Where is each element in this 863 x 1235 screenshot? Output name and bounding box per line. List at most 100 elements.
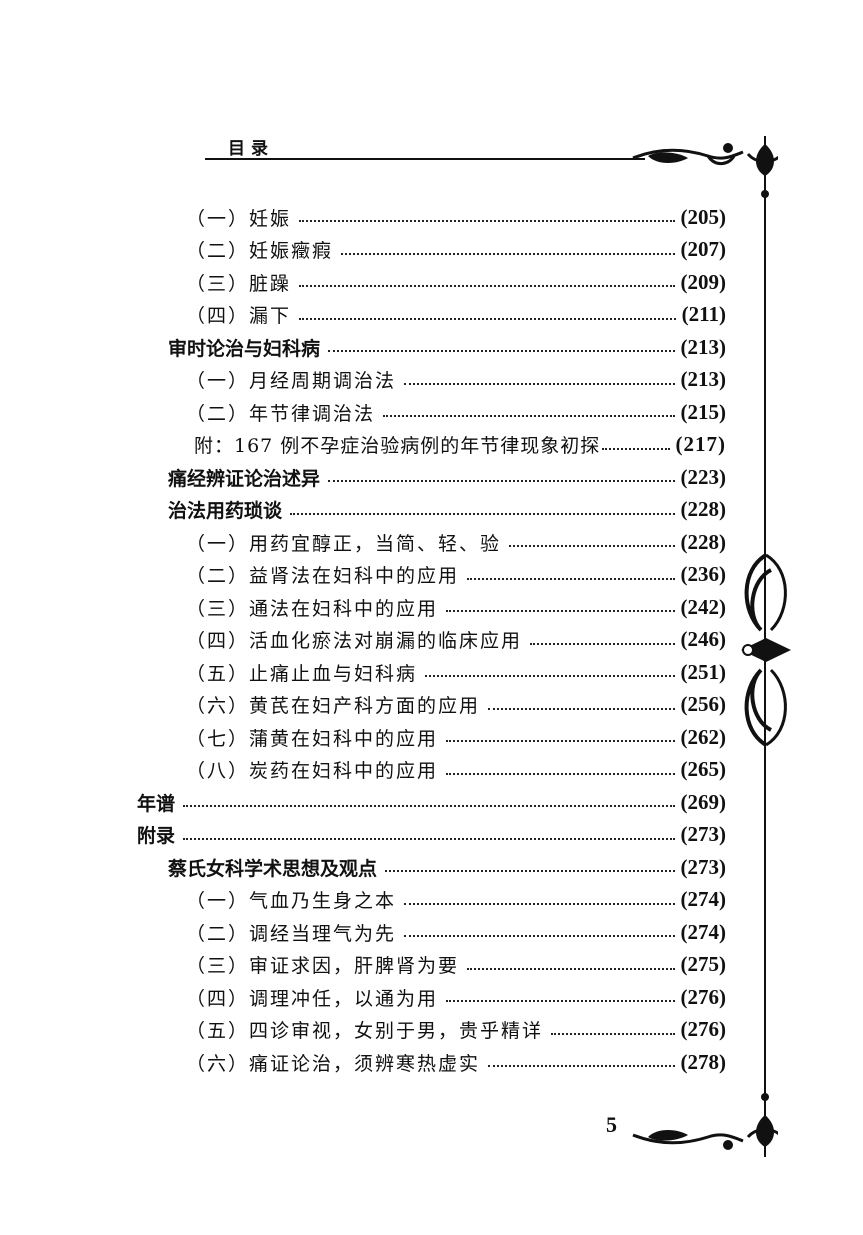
toc-entry[interactable]: （六）痛证论治，须辨寒热虚实 (278) [186, 1046, 726, 1078]
toc-entry-page: (205) [680, 204, 727, 229]
toc-entry[interactable]: （一）气血乃生身之本 (274) [186, 884, 726, 916]
toc-entry-page: (213) [680, 367, 727, 391]
toc-entry-page: (273) [680, 822, 727, 846]
dot-leader [446, 610, 675, 612]
dot-leader [467, 967, 675, 970]
toc-entry-page: (274) [680, 887, 727, 911]
toc-entry-page: (275) [680, 952, 727, 976]
dot-leader [299, 220, 675, 222]
toc-entry-title: （二）妊娠癥瘕 [186, 240, 334, 262]
dot-leader [183, 805, 675, 807]
toc-entry[interactable]: 蔡氏女科学术思想及观点(273) [168, 851, 726, 883]
toc-entry-title: 痛经辨证论治述异 [168, 467, 321, 490]
toc-entry-title: （五）四诊审视，女别于男，贵乎精详 [186, 1020, 544, 1042]
dot-leader [341, 252, 675, 255]
toc-entry-page: (276) [680, 984, 727, 1009]
toc-entry[interactable]: （一）月经周期调治法 (213) [186, 364, 726, 396]
toc-entry-page: (242) [680, 594, 727, 619]
toc-entry-page: (213) [680, 334, 727, 359]
toc-entry[interactable]: （一）妊娠 (205) [186, 201, 726, 233]
toc-entry[interactable]: 审时论治与妇科病(213) [168, 331, 726, 363]
page-number: 5 [606, 1112, 617, 1137]
toc-entry-page: (207) [680, 237, 727, 261]
toc-entry[interactable]: （五）四诊审视，女别于男，贵乎精详 (276) [186, 1014, 726, 1046]
toc-entry-page: (262) [680, 724, 727, 749]
toc-entry[interactable]: 治法用药琐谈(228) [168, 494, 726, 526]
dot-leader [404, 382, 675, 385]
toc-entry-title: （三）脏躁 [186, 272, 292, 295]
toc-entry-title: （三）审证求因，肝脾肾为要 [186, 955, 460, 977]
toc-entry-title: （三）通法在妇科中的应用 [186, 597, 439, 620]
dot-leader [290, 512, 675, 515]
toc-entry[interactable]: 附：167 例不孕症治验病例的年节律现象初探(217) [194, 429, 726, 461]
dot-leader [446, 740, 675, 742]
dot-leader [385, 870, 675, 872]
dot-leader [328, 480, 675, 482]
toc-entry-page: (223) [680, 464, 727, 489]
toc-entry[interactable]: （八）炭药在妇科中的应用 (265) [186, 754, 726, 786]
dot-leader [488, 707, 675, 710]
dot-leader [551, 1032, 675, 1035]
top-right-ornament-icon [632, 136, 778, 202]
toc-entry[interactable]: （二）益肾法在妇科中的应用(236) [186, 559, 726, 591]
toc-entry-title: （六）黄芪在妇产科方面的应用 [186, 695, 481, 717]
bottom-right-ornament-icon [632, 1087, 778, 1157]
toc-entry[interactable]: 痛经辨证论治述异 (223) [168, 461, 726, 493]
toc-entry-page: (265) [680, 757, 727, 781]
toc-entry-title: （一）妊娠 [186, 207, 292, 230]
dot-leader [488, 1065, 675, 1067]
toc-entry[interactable]: （二）调经当理气为先(274) [186, 916, 726, 948]
toc-entry[interactable]: （四）调理冲任，以通为用 (276) [186, 981, 726, 1013]
toc-entry-page: (215) [680, 399, 727, 424]
toc-entry[interactable]: 附录 (273) [137, 819, 726, 851]
dot-leader [299, 285, 675, 287]
toc-entry[interactable]: （三）审证求因，肝脾肾为要 (275) [186, 949, 726, 981]
right-border-rule [764, 170, 766, 1095]
toc-entry[interactable]: （六）黄芪在妇产科方面的应用(256) [186, 689, 726, 721]
toc-entry[interactable]: （七）蒲黄在妇科中的应用 (262) [186, 721, 726, 753]
toc-entry-page: (228) [680, 529, 727, 554]
dot-leader [328, 350, 675, 352]
toc-entry-title: （四）活血化瘀法对崩漏的临床应用 [186, 630, 523, 652]
dot-leader [509, 545, 675, 547]
toc-entry-page: (246) [680, 627, 727, 651]
toc-entry-title: 附：167 例不孕症治验病例的年节律现象初探 [194, 435, 601, 457]
toc-entry-title: （一）用药宜醇正，当简、轻、验 [186, 532, 502, 555]
toc-entry[interactable]: （四）活血化瘀法对崩漏的临床应用 (246) [186, 624, 726, 656]
dot-leader [446, 772, 675, 775]
toc-entry-page: (228) [680, 497, 727, 521]
toc-entry[interactable]: 年谱(269) [137, 786, 726, 818]
running-header-title: 目录 [228, 139, 274, 159]
header-rule [205, 158, 645, 160]
toc-entry-page: (209) [680, 269, 727, 294]
toc-entry-page: (276) [680, 1017, 727, 1041]
dot-leader [602, 447, 670, 450]
dot-leader [183, 837, 675, 840]
toc-entry[interactable]: （二）妊娠癥瘕 (207) [186, 234, 726, 266]
toc-entry[interactable]: （五）止痛止血与妇科病(251) [186, 656, 726, 688]
toc-entry[interactable]: （四）漏下(211) [186, 299, 726, 331]
toc-entry-title: 附录 [137, 825, 176, 847]
toc-entry-title: （二）年节律调治法 [186, 402, 376, 425]
toc-entry[interactable]: （一）用药宜醇正，当简、轻、验 (228) [186, 526, 726, 558]
toc-entry-title: （四）调理冲任，以通为用 [186, 987, 439, 1010]
toc-entry-page: (273) [680, 854, 727, 879]
toc-entry-title: （四）漏下 [186, 305, 292, 327]
toc-entry[interactable]: （三）脏躁 (209) [186, 266, 726, 298]
toc-entry-title: （一）气血乃生身之本 [186, 890, 397, 912]
dot-leader [404, 902, 675, 905]
toc-entry-title: （六）痛证论治，须辨寒热虚实 [186, 1052, 481, 1075]
toc-entry-page: (274) [680, 919, 727, 944]
toc-entry-title: （七）蒲黄在妇科中的应用 [186, 727, 439, 750]
toc-entry-title: （一）月经周期调治法 [186, 370, 397, 392]
dot-leader [383, 415, 675, 417]
toc-entry[interactable]: （三）通法在妇科中的应用 (242) [186, 591, 726, 623]
toc-entry-page: (278) [680, 1049, 727, 1074]
toc-entry[interactable]: （二）年节律调治法 (215) [186, 396, 726, 428]
dot-leader [530, 642, 675, 645]
toc-entry-title: （八）炭药在妇科中的应用 [186, 760, 439, 782]
side-ornament-icon [741, 553, 791, 747]
toc-entry-page: (236) [680, 562, 727, 586]
toc-entry-title: （五）止痛止血与妇科病 [186, 662, 418, 685]
dot-leader [446, 1000, 675, 1002]
